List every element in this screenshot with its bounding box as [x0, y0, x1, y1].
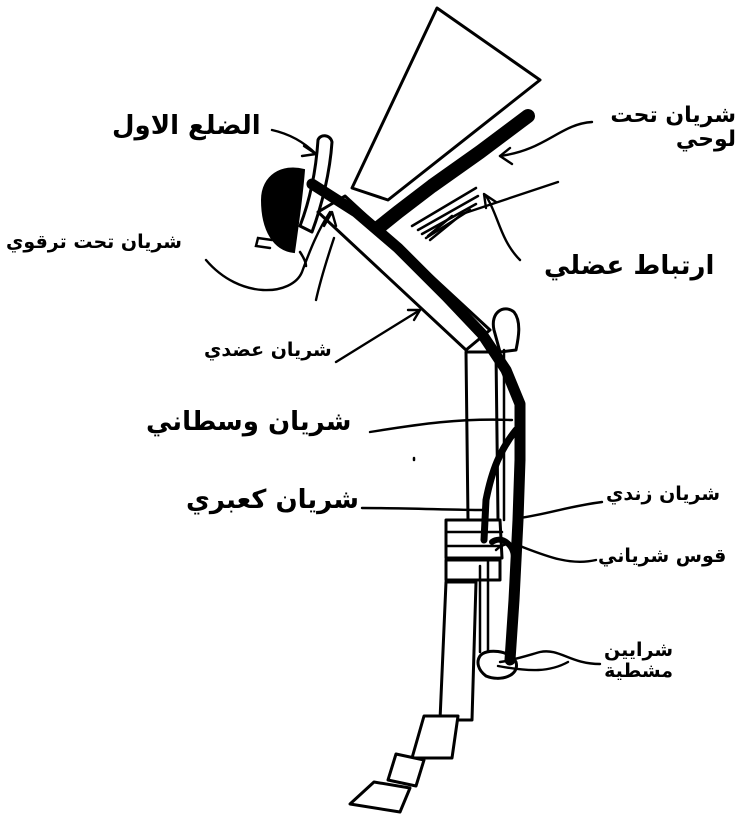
label-subscapular-artery: شريان تحت لوحي [606, 104, 736, 152]
label-digital-arteries: شرايين مشطية [604, 640, 673, 682]
label-ulnar-artery: شريان زندي [606, 484, 720, 505]
label-digital-arteries-line2: مشطية [604, 661, 673, 682]
leader-radial [362, 508, 484, 510]
olecranon [493, 309, 518, 352]
metacarpus [440, 582, 476, 720]
first-phalanx [412, 716, 458, 758]
second-phalanx [388, 754, 424, 786]
aortic-stub [256, 238, 272, 248]
humerus [318, 196, 490, 350]
carpus-lower [446, 560, 500, 580]
label-subclavian-artery: شريان تحت ترقوي [6, 232, 182, 253]
label-subscapular-artery-text: شريان تحت لوحي [606, 104, 736, 152]
label-arterial-arch: قوس شرياني [598, 546, 726, 567]
label-muscular-ligament: ارتباط عضلي [544, 252, 714, 281]
label-digital-arteries-line1: شرايين [604, 640, 673, 661]
radius [466, 352, 498, 520]
hoof [350, 782, 410, 812]
label-first-rib: الضلع الاول [112, 112, 261, 141]
leader-humeral [336, 310, 420, 362]
label-median-artery: شريان وسطاني [146, 408, 351, 437]
label-radial-artery: شريان كعبري [186, 486, 359, 515]
leader-shoulder [316, 238, 334, 300]
label-humeral-artery: شريان عضدي [204, 340, 332, 361]
leader-ulnar [520, 502, 602, 518]
leader-muscular-ligament [486, 196, 520, 260]
